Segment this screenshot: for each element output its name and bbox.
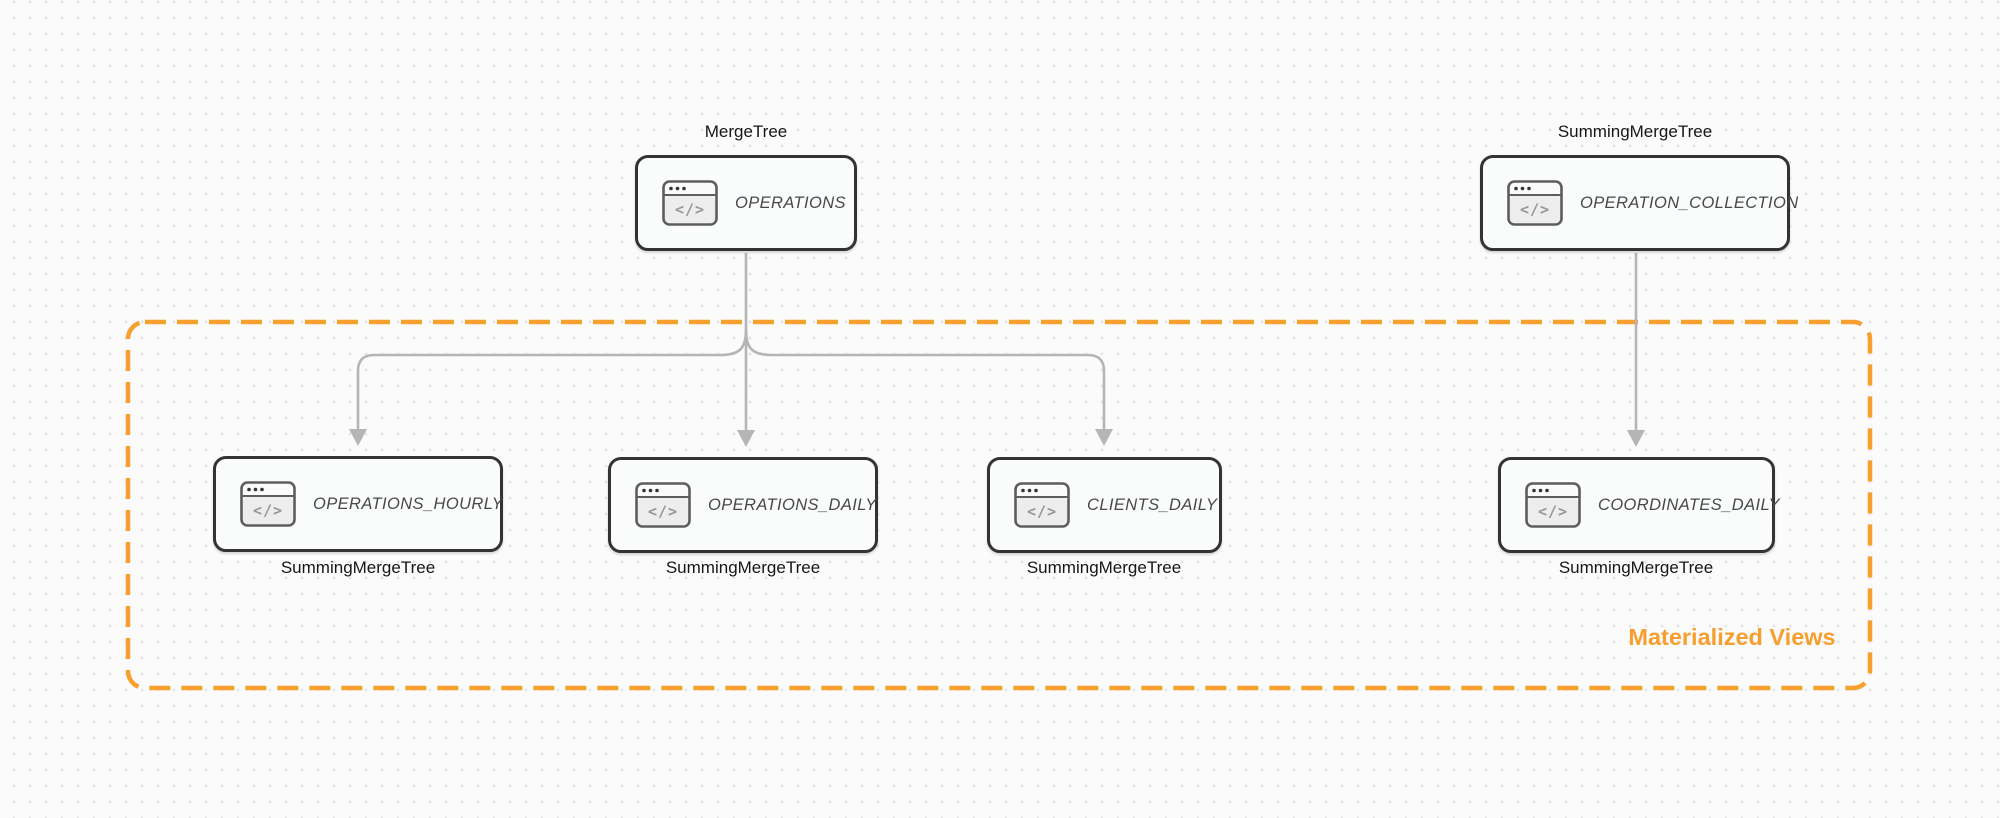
- arrowhead-operations-hourly: [349, 429, 367, 446]
- engine-label-operations-hourly: SummingMergeTree: [280, 558, 436, 577]
- table-node-operations-daily: </> OPERATIONS_DAILY: [608, 457, 878, 553]
- code-window-icon: </>: [240, 481, 296, 527]
- table-name-label: OPERATIONS_DAILY: [708, 495, 877, 514]
- engine-label-coordinates-daily: SummingMergeTree: [1558, 558, 1714, 577]
- table-name-label: OPERATIONS_HOURLY: [313, 494, 504, 513]
- edge-operations-to-clients-daily: [744, 329, 1106, 430]
- engine-label-clients-daily: SummingMergeTree: [1026, 558, 1182, 577]
- table-name-label: COORDINATES_DAILY: [1598, 495, 1780, 514]
- code-glyph: </>: [675, 201, 705, 219]
- arrowhead-clients-daily: [1095, 429, 1113, 446]
- materialized-views-label: Materialized Views: [1628, 624, 1836, 650]
- engine-label-summingmergetree-top: SummingMergeTree: [1557, 122, 1713, 141]
- engine-label-operations-daily: SummingMergeTree: [665, 558, 821, 577]
- edge-operations-to-operations-hourly: [356, 329, 748, 430]
- materialized-views-group-border: [125, 319, 1873, 691]
- code-window-icon: </>: [1525, 482, 1581, 528]
- code-glyph: </>: [1538, 503, 1568, 521]
- code-window-icon: </>: [1507, 180, 1563, 226]
- engine-label-mergetree: MergeTree: [704, 122, 788, 141]
- table-node-clients-daily: </> CLIENTS_DAILY: [987, 457, 1222, 553]
- code-glyph: </>: [253, 502, 283, 520]
- table-name-label: CLIENTS_DAILY: [1087, 495, 1218, 514]
- code-glyph: </>: [1027, 503, 1057, 521]
- table-name-label: OPERATION_COLLECTION: [1580, 193, 1799, 212]
- code-glyph: </>: [648, 503, 678, 521]
- table-node-operation-collection: </> OPERATION_COLLECTION: [1480, 155, 1798, 251]
- table-name-label: OPERATIONS: [735, 193, 846, 212]
- code-window-icon: </>: [635, 482, 691, 528]
- arrowhead-operations-daily: [737, 430, 755, 447]
- code-glyph: </>: [1520, 201, 1550, 219]
- code-window-icon: </>: [1014, 482, 1070, 528]
- table-node-coordinates-daily: </> COORDINATES_DAILY: [1498, 457, 1780, 553]
- table-node-operations: </> OPERATIONS: [635, 155, 857, 251]
- arrowhead-coordinates-daily: [1627, 430, 1645, 447]
- table-node-operations-hourly: </> OPERATIONS_HOURLY: [213, 456, 503, 552]
- code-window-icon: </>: [662, 180, 718, 226]
